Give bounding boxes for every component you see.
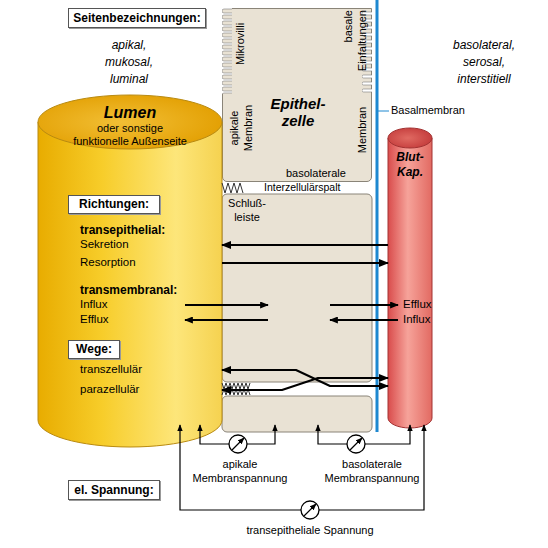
section-heading: transepithelial: bbox=[80, 223, 165, 237]
voltmeter-circle bbox=[229, 435, 247, 453]
flux-arrow bbox=[185, 304, 268, 306]
tight-junction bbox=[222, 383, 250, 395]
part-name: Mikrovilli bbox=[234, 6, 247, 82]
voltmeter-symbol bbox=[229, 435, 247, 453]
epithelial-cell-bottom bbox=[222, 396, 372, 432]
voltage-name: transepitheliale Spannung bbox=[235, 524, 385, 537]
cylinder-top bbox=[38, 95, 222, 149]
node-title: el. Spannung: bbox=[69, 483, 159, 497]
part-name: Basalmembran bbox=[391, 104, 465, 117]
node-title: Wege: bbox=[69, 342, 119, 356]
direction-name: Efflux bbox=[403, 298, 432, 312]
node-subtitle: oder sonstige funktionelle Außenseite bbox=[70, 122, 190, 147]
wire bbox=[318, 425, 347, 444]
voltmeter-symbol bbox=[301, 501, 319, 519]
leader-line bbox=[378, 111, 389, 112]
node-title: Blut- Kap. bbox=[388, 150, 432, 180]
heading-box: el. Spannung: bbox=[68, 480, 160, 500]
voltmeter-circle bbox=[301, 501, 319, 519]
capillary-cylinder: Blut- Kap. bbox=[388, 128, 432, 428]
microvilli-gap bbox=[222, 8, 232, 94]
direction-name: Resorption bbox=[80, 256, 136, 270]
voltmeter-circle bbox=[347, 435, 365, 453]
voltmeter-needle bbox=[232, 438, 244, 450]
flux-arrow bbox=[185, 319, 268, 321]
voltmeter-needle bbox=[350, 438, 362, 450]
flux-arrow bbox=[330, 319, 398, 321]
wire bbox=[247, 425, 275, 444]
basal-membrane bbox=[376, 0, 379, 432]
part-name: Interzellulärspalt bbox=[264, 181, 340, 194]
part-name: basale Einfaltungen bbox=[341, 10, 369, 90]
part-name: basolaterale bbox=[286, 167, 346, 180]
node-title: Lumen bbox=[38, 103, 222, 122]
part-name: apikale Membran bbox=[227, 100, 255, 156]
wire bbox=[180, 425, 301, 510]
voltage-name: basolaterale Membranspannung bbox=[317, 457, 427, 485]
heading-box: Wege: bbox=[68, 340, 120, 359]
direction-name: Influx bbox=[403, 313, 431, 327]
direction-name: Efflux bbox=[80, 313, 109, 327]
node-title: Seitenbezeichnungen: bbox=[69, 11, 205, 25]
transport-arrow bbox=[222, 262, 388, 264]
voltage-name: apikale Membranspannung bbox=[185, 457, 295, 485]
node-title: Richtungen: bbox=[69, 197, 159, 211]
epithelial-cell-lower bbox=[222, 194, 372, 382]
part-name: Membran bbox=[356, 100, 369, 160]
direction-name: Sekretion bbox=[80, 238, 129, 252]
transport-arrow bbox=[222, 244, 388, 246]
cylinder-body bbox=[38, 122, 222, 447]
side-name: basolateral, serosal, interstitiell bbox=[442, 37, 526, 88]
microvilli bbox=[222, 8, 232, 94]
flux-arrow bbox=[330, 304, 398, 306]
node-title: Epithel- zelle bbox=[261, 95, 335, 129]
wire bbox=[200, 425, 229, 444]
cylinder-top bbox=[388, 128, 432, 148]
transport-arrow bbox=[222, 370, 388, 386]
path-name: transzellulär bbox=[80, 363, 142, 377]
section-heading: transmembranal: bbox=[80, 283, 177, 297]
voltmeter-symbol bbox=[347, 435, 365, 453]
wire bbox=[365, 425, 410, 444]
path-name: parazellulär bbox=[80, 383, 139, 397]
part-name: Schluß- leiste bbox=[224, 196, 270, 224]
voltmeter-needle bbox=[304, 504, 316, 516]
tight-junction bbox=[222, 183, 243, 193]
heading-box: Seitenbezeichnungen: bbox=[68, 8, 206, 28]
transport-arrow bbox=[222, 378, 388, 390]
heading-box: Richtungen: bbox=[68, 195, 160, 214]
cylinder-body bbox=[388, 138, 432, 428]
direction-name: Influx bbox=[80, 298, 108, 312]
side-name: apikal, mukosal, luminal bbox=[98, 37, 160, 88]
